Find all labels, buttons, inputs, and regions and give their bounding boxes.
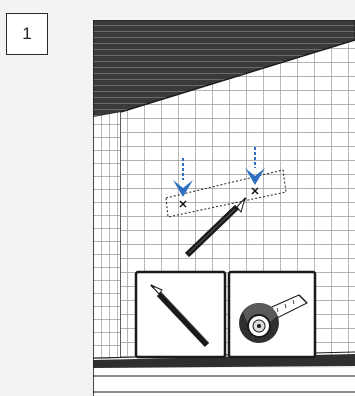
countertop [93, 352, 355, 396]
step-number-badge: 1 [6, 13, 48, 55]
side-wall [93, 112, 121, 360]
installation-illustration [93, 20, 355, 396]
pencil-tool-callout [136, 272, 225, 357]
tape-measure-tool-callout [229, 272, 315, 357]
step-number: 1 [22, 24, 31, 44]
